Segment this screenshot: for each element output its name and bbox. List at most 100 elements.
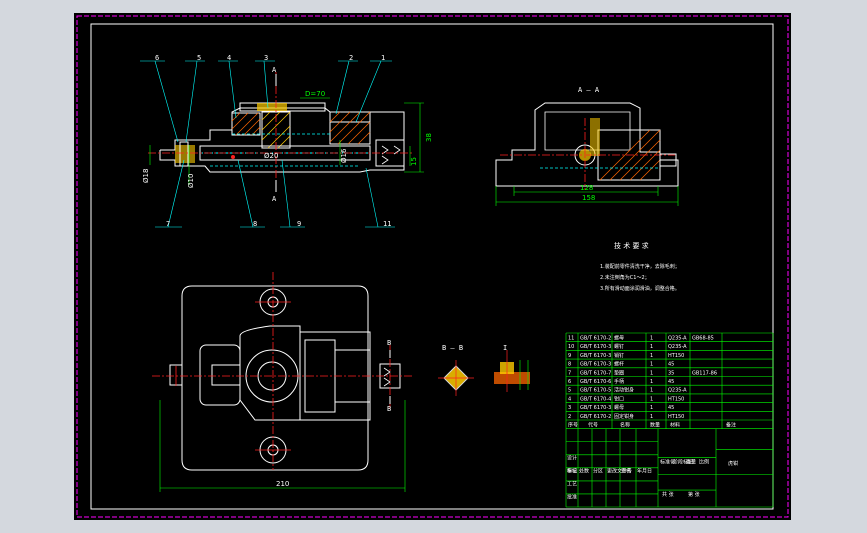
parts-cell-mat: Q235-A [668,344,687,350]
parts-cell-code: GB/T 6170-3 [580,405,611,411]
dim-height-38: 38 [425,133,433,142]
tb-role-2: 工艺 [567,481,577,487]
balloon-3: 3 [264,54,268,62]
tb-cell-5: 年月日 [637,467,652,474]
parts-cell-no: 9 [568,353,571,359]
balloon-7: 7 [166,220,170,228]
parts-cell-mat: 45 [668,379,674,385]
parts-cell-name: 螺母 [614,335,624,342]
tb-role-1: 审核 [567,467,577,474]
section-mark-a-bottom: A [272,195,277,203]
tb-mid-3: 比例 [699,458,709,465]
parts-header-5: 备注 [726,422,736,429]
parts-cell-mat: Q235-A [668,336,687,342]
parts-cell-mat: HT150 [668,396,684,402]
tech-req-line-1: 1.装配前零件清洗干净，去除毛刺； [600,263,680,270]
section-aa-view [495,102,679,206]
parts-cell-name: 固定钳身 [614,413,634,420]
section-mark-b-top: B [387,339,391,347]
section-aa-title: A — A [578,86,600,94]
drawing-sheet [74,13,791,520]
parts-cell-name: 垫圈 [614,369,624,376]
tech-req-line-2: 2.未注倒角为C1～2； [600,274,650,281]
parts-cell-no: 7 [568,370,571,376]
tb-cell-3: 更改文件号 [607,467,632,474]
parts-cell-qty: 1 [650,379,653,385]
parts-cell-mat: HT150 [668,353,684,359]
parts-cell-no: 11 [568,336,574,342]
tb-mid-1: 阶段标记 [673,458,693,465]
section-mark-a-top: A [272,66,277,74]
parts-cell-qty: 1 [650,405,653,411]
tb-mid-0: 标准化 [660,458,675,465]
parts-cell-qty: 1 [650,353,653,359]
section-mark-b-bottom: B [387,405,391,413]
balloon-9: 9 [297,220,301,228]
parts-cell-no: 10 [568,344,574,350]
tech-req-line-3: 3.所有滑动面涂润滑油，调整合格。 [600,285,680,292]
dim-shaft: Ø20 [264,152,278,160]
parts-cell-qty: 1 [650,336,653,342]
parts-cell-mat: 45 [668,405,674,411]
balloon-1: 1 [381,54,385,62]
parts-cell-qty: 1 [650,414,653,420]
tb-drawing-name: 虎钳 [728,460,738,467]
parts-cell-name: 螺母 [614,404,624,411]
dim-bore: Ø16 [340,148,348,163]
parts-header-3: 数量 [650,422,660,429]
parts-cell-code: GB/T 6170-4 [580,396,611,402]
parts-cell-mat: HT150 [668,414,684,420]
parts-cell-no: 4 [568,396,571,402]
section-bb-view [438,360,474,396]
parts-header-2: 名称 [620,422,630,429]
sheet-inner-border [90,23,774,510]
parts-cell-name: 螺钉 [614,343,624,350]
parts-cell-code: GB/T 6170-3 [580,353,611,359]
parts-cell-name: 手柄 [614,378,624,385]
parts-cell-qty: 1 [650,362,653,368]
parts-cell-qty: 1 [650,344,653,350]
parts-cell-qty: 1 [650,396,653,402]
tb-cell-2: 分区 [593,467,603,474]
dim-left-a: Ø18 [142,169,150,183]
parts-cell-code: GB/T 6170-3 [580,362,611,368]
parts-header-0: 序号 [568,422,578,429]
parts-cell-mat: 45 [668,362,674,368]
balloon-5: 5 [197,54,201,62]
parts-cell-no: 2 [568,414,571,420]
tb-mid2-0: 共 张 [662,491,674,498]
title-block: 标记处数分区更改文件号签名年月日设计审核工艺批准标准化阶段标记重量比例共 张第 … [565,428,774,508]
balloon-4: 4 [227,54,231,62]
parts-cell-mat: Q235-A [668,388,687,394]
plan-view [152,272,412,492]
parts-cell-code: GB/T 6170-6 [580,379,611,385]
parts-cell-code: GB/T 6170-3 [580,344,611,350]
dim-210: 210 [276,480,289,488]
parts-cell-code: GB/T 6170-2 [580,414,611,420]
detail-label: I [503,344,507,352]
tech-req-title: 技 术 要 求 [614,241,649,250]
parts-header-4: 材料 [670,422,680,429]
dim-left-b: Ø10 [187,174,195,188]
parts-cell-code: GB/T 6170-2 [580,336,611,342]
parts-cell-code: GB/T 6170-7 [580,370,611,376]
dim-15: 15 [410,157,418,166]
parts-cell-name: 螺杆 [614,361,624,368]
parts-cell-no: 3 [568,405,571,411]
dim-128: 128 [580,184,593,192]
parts-cell-name: 活动钳身 [614,387,634,394]
parts-cell-no: 8 [568,362,571,368]
parts-header-1: 代号 [588,422,598,429]
dim-d70: D=70 [305,90,325,98]
parts-cell-mat: 35 [668,370,674,376]
sheet-outer-border [76,15,789,518]
parts-cell-note: GB117-86 [692,370,717,376]
tb-cell-4: 签名 [621,467,631,474]
tb-mid2-1: 第 张 [688,491,700,498]
tb-cell-1: 处数 [579,467,589,474]
front-section-view [140,60,424,228]
parts-cell-no: 6 [568,379,571,385]
